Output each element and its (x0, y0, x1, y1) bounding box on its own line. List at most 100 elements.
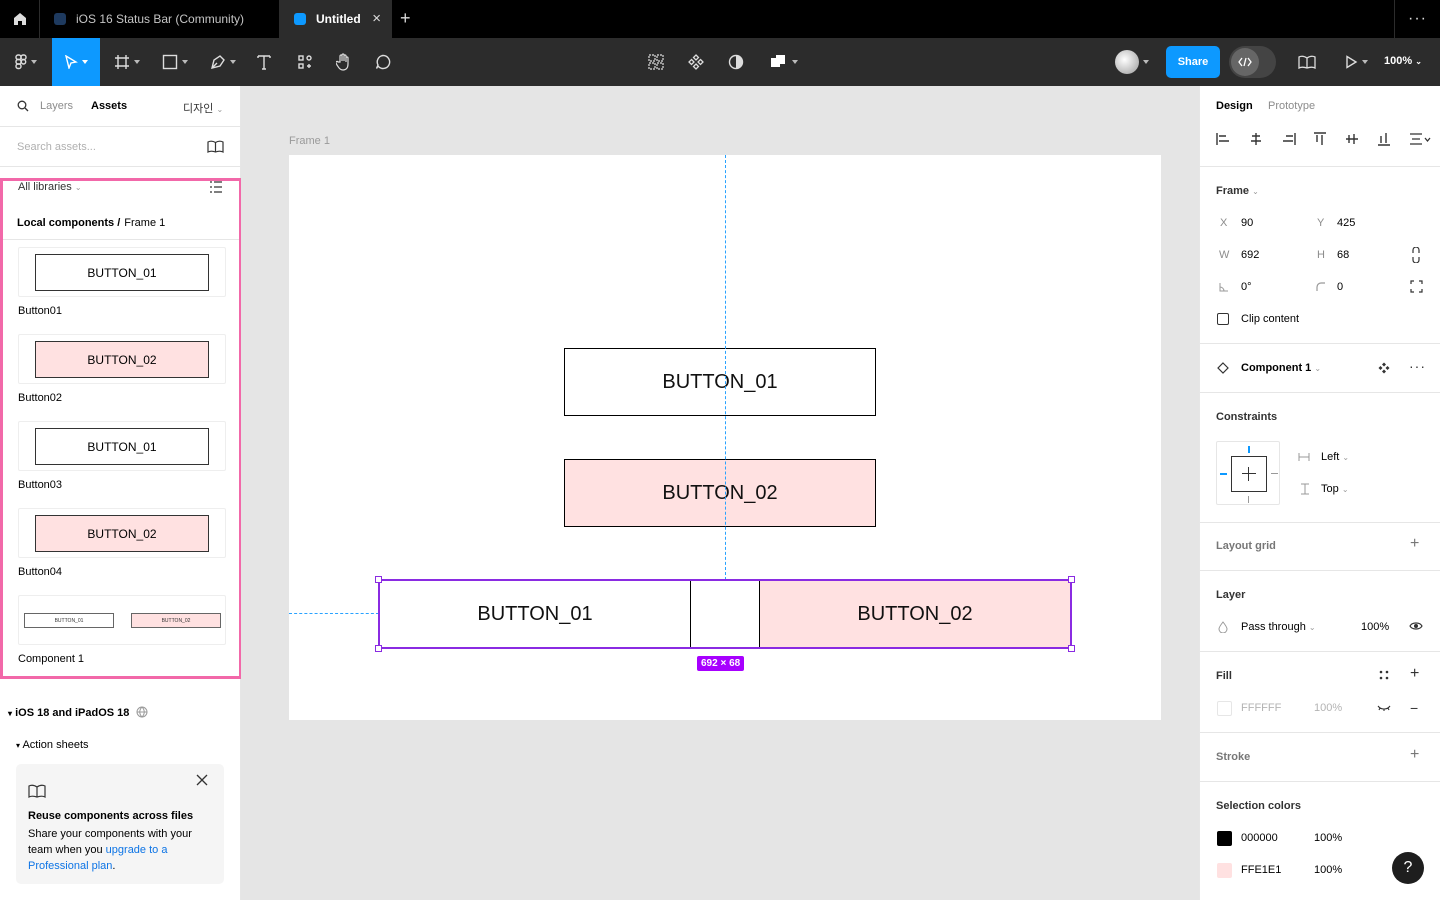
canvas-button-01[interactable]: BUTTON_01 (564, 348, 876, 416)
libraries-filter[interactable]: All libraries ⌄ (18, 181, 82, 193)
canvas-button-02[interactable]: BUTTON_02 (564, 459, 876, 527)
selection-box[interactable] (378, 579, 1072, 649)
x-input[interactable]: 90 (1241, 217, 1254, 229)
main-menu-button[interactable] (6, 38, 46, 86)
user-avatar-menu[interactable] (1108, 38, 1156, 86)
distribute-icon[interactable] (1409, 132, 1431, 146)
library-icon[interactable] (207, 140, 224, 153)
new-tab-button[interactable]: + (400, 8, 411, 28)
fill-hex-input[interactable]: FFFFFF (1241, 702, 1282, 714)
selection-color-hex[interactable]: 000000 (1241, 832, 1278, 844)
close-tab-icon[interactable]: × (372, 10, 381, 27)
more-options-icon[interactable]: ··· (1409, 358, 1426, 374)
upgrade-link[interactable]: upgrade to a Professional plan (28, 844, 168, 872)
move-tool[interactable] (52, 38, 100, 86)
horizontal-constraint-dropdown[interactable]: Left ⌄ (1321, 451, 1350, 463)
tab-untitled[interactable]: Untitled × (280, 0, 392, 38)
more-icon[interactable]: ··· (1394, 0, 1440, 38)
selection-color-opacity[interactable]: 100% (1314, 832, 1343, 844)
tab-prototype[interactable]: Prototype (1268, 100, 1316, 112)
tab-ios-status-bar[interactable]: iOS 16 Status Bar (Community) (40, 0, 280, 38)
boolean-tool[interactable] (764, 38, 804, 86)
close-icon[interactable] (196, 774, 208, 786)
list-view-icon[interactable] (209, 181, 223, 193)
search-icon[interactable] (17, 100, 29, 112)
align-middle-icon[interactable] (1345, 132, 1359, 146)
add-layout-grid-icon[interactable]: + (1410, 535, 1420, 552)
component-thumb-button04[interactable]: BUTTON_02 (18, 508, 226, 558)
help-button[interactable]: ? (1392, 852, 1424, 884)
resize-handle-tr[interactable] (1068, 576, 1075, 583)
mask-tool[interactable] (724, 38, 748, 86)
fill-swatch[interactable] (1217, 701, 1232, 716)
pen-tool[interactable] (204, 38, 242, 86)
radius-input[interactable]: 0 (1337, 281, 1344, 293)
align-center-h-icon[interactable] (1249, 132, 1263, 146)
present-button[interactable] (1336, 38, 1376, 86)
w-input[interactable]: 692 (1241, 249, 1260, 261)
share-button[interactable]: Share (1166, 46, 1220, 78)
constraint-left-active[interactable] (1220, 473, 1227, 475)
fill-opacity-input[interactable]: 100% (1314, 702, 1343, 714)
selection-color-swatch[interactable] (1217, 863, 1232, 878)
align-left-icon[interactable] (1216, 132, 1230, 146)
constraint-center-v[interactable] (1248, 467, 1249, 481)
hidden-eye-icon[interactable] (1377, 704, 1391, 712)
frame-heading[interactable]: Frame ⌄ (1216, 185, 1259, 197)
h-input[interactable]: 68 (1337, 249, 1350, 261)
component-name-dropdown[interactable]: Component 1 ⌄ (1241, 362, 1322, 374)
search-input[interactable]: Search assets... (17, 141, 96, 153)
rotation-input[interactable]: 0° (1241, 281, 1252, 293)
component-thumb-component1[interactable]: BUTTON_01 BUTTON_02 (18, 595, 226, 645)
constraint-bottom[interactable] (1248, 496, 1249, 503)
blend-mode-dropdown[interactable]: Pass through ⌄ (1241, 621, 1316, 633)
library-section[interactable]: ▾ iOS 18 and iPadOS 18 (8, 706, 148, 719)
grid-tool[interactable] (644, 38, 668, 86)
component-tool[interactable] (684, 38, 708, 86)
align-bottom-icon[interactable] (1377, 132, 1391, 146)
vertical-constraint-dropdown[interactable]: Top ⌄ (1321, 483, 1349, 495)
library-button[interactable] (1292, 38, 1322, 86)
layer-opacity-input[interactable]: 100% (1361, 621, 1390, 633)
align-right-icon[interactable] (1282, 132, 1296, 146)
align-top-icon[interactable] (1313, 132, 1327, 146)
resources-tool[interactable] (294, 38, 316, 86)
component-thumb-button02[interactable]: BUTTON_02 (18, 334, 226, 384)
constraints-widget[interactable] (1216, 441, 1280, 505)
selection-color-opacity[interactable]: 100% (1314, 864, 1343, 876)
zoom-level[interactable]: 100% ⌄ (1384, 55, 1422, 67)
constraint-right[interactable] (1271, 473, 1278, 474)
hand-tool[interactable] (332, 38, 356, 86)
library-subsection[interactable]: ▾ Action sheets (16, 739, 89, 751)
constrain-proportions-icon[interactable] (1411, 247, 1421, 263)
clip-content-checkbox[interactable] (1217, 313, 1229, 325)
remove-fill-icon[interactable]: − (1410, 700, 1419, 716)
frame-label[interactable]: Frame 1 (289, 135, 330, 147)
component-thumb-button03[interactable]: BUTTON_01 (18, 421, 226, 471)
component-button-01[interactable]: BUTTON_01 (379, 580, 691, 648)
tab-layers[interactable]: Layers (40, 100, 74, 112)
component-thumb-button01[interactable]: BUTTON_01 (18, 247, 226, 297)
shape-tool[interactable] (156, 38, 194, 86)
home-button[interactable] (0, 0, 40, 38)
tab-assets[interactable]: Assets (91, 100, 128, 112)
add-stroke-icon[interactable]: + (1410, 746, 1420, 763)
selection-color-swatch[interactable] (1217, 831, 1232, 846)
text-tool[interactable] (252, 38, 276, 86)
selection-color-hex[interactable]: FFE1E1 (1241, 864, 1282, 876)
independent-corners-icon[interactable] (1410, 280, 1423, 293)
styles-icon[interactable] (1379, 670, 1389, 680)
comment-tool[interactable] (372, 38, 394, 86)
resize-handle-bl[interactable] (375, 645, 382, 652)
eye-icon[interactable] (1409, 621, 1423, 631)
add-fill-icon[interactable]: + (1410, 665, 1420, 682)
dev-mode-toggle[interactable] (1229, 46, 1276, 78)
frame-tool[interactable] (108, 38, 146, 86)
component-icon[interactable] (1378, 362, 1390, 374)
constraint-center-h[interactable] (1242, 473, 1256, 474)
resize-handle-br[interactable] (1068, 645, 1075, 652)
canvas[interactable]: Frame 1 BUTTON_01 BUTTON_02 BUTTON_01 BU… (241, 86, 1199, 900)
assets-search[interactable]: Search assets... (0, 127, 240, 167)
y-input[interactable]: 425 (1337, 217, 1356, 229)
resize-handle-tl[interactable] (375, 576, 382, 583)
